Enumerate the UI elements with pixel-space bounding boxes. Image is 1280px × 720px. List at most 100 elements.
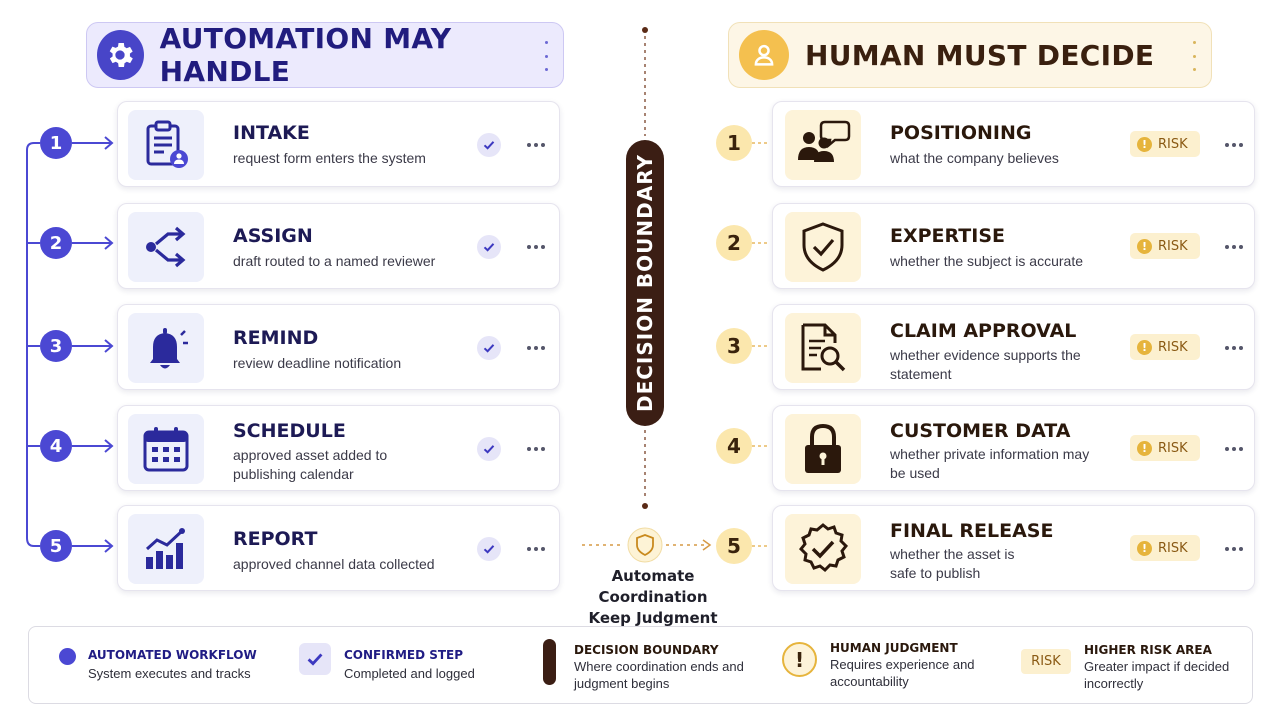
risk-label: RISK: [1158, 339, 1188, 355]
more-options-icon[interactable]: [1225, 143, 1243, 147]
risk-badge: ! RISK: [1130, 131, 1200, 157]
human-number-1: 1: [716, 125, 752, 161]
check-icon: [477, 537, 501, 561]
decision-description: whether the subject is accurate: [890, 253, 1083, 269]
human-header: HUMAN MUST DECIDE: [728, 22, 1212, 88]
legend-description: System executes and tracks: [88, 666, 251, 681]
automation-step-card[interactable]: REPORT approved channel data collected: [117, 505, 560, 591]
exclamation-icon: !: [1137, 136, 1152, 152]
automation-step-card[interactable]: ASSIGN draft routed to a named reviewer: [117, 203, 560, 289]
arrow-4: [72, 439, 114, 453]
automation-header: AUTOMATION MAY HANDLE: [86, 22, 564, 88]
step-description: draft routed to a named reviewer: [233, 253, 436, 269]
risk-tag-icon: RISK: [1021, 649, 1071, 674]
human-title: HUMAN MUST DECIDE: [805, 38, 1155, 72]
human-number-5: 5: [716, 528, 752, 564]
arrow-5: [72, 539, 114, 553]
arrow-3: [72, 339, 114, 353]
decision-title: EXPERTISE: [890, 225, 1006, 247]
people-speech-icon: [785, 110, 861, 180]
more-options-icon[interactable]: [527, 346, 545, 350]
legend-title: HUMAN JUDGMENT: [830, 641, 958, 655]
legend-description: Greater impact if decided incorrectly: [1084, 659, 1230, 691]
check-icon: [477, 437, 501, 461]
gear-icon: [97, 30, 144, 80]
human-menu-icon[interactable]: [1193, 41, 1197, 71]
legend-description: Where coordination ends and judgment beg…: [574, 659, 744, 691]
legend-title: HIGHER RISK AREA: [1084, 643, 1212, 657]
legend-title: CONFIRMED STEP: [344, 648, 464, 662]
decision-description: what the company believes: [890, 150, 1059, 166]
motto-line-1: Automate Coordination: [598, 567, 708, 606]
shield-check-icon: [785, 212, 861, 282]
check-icon: [477, 235, 501, 259]
decision-description: whether private information may be used: [890, 446, 1090, 481]
exclamation-circle-icon: !: [782, 642, 817, 677]
step-number-1: 1: [40, 127, 72, 159]
exclamation-icon: !: [1137, 540, 1152, 556]
exclamation-icon: !: [1137, 339, 1152, 355]
clipboard-user-icon: [128, 110, 204, 180]
step-description: request form enters the system: [233, 150, 426, 166]
arrow-2: [72, 236, 114, 250]
bar-chart-trend-icon: [128, 514, 204, 584]
human-number-3: 3: [716, 328, 752, 364]
left-bracket-line: [26, 142, 40, 547]
route-split-icon: [128, 212, 204, 282]
human-decision-card[interactable]: CUSTOMER DATA whether private informatio…: [772, 405, 1255, 491]
check-icon: [477, 133, 501, 157]
automation-step-card[interactable]: INTAKE request form enters the system: [117, 101, 560, 187]
legend-description: Requires experience and accountability: [830, 657, 975, 689]
automation-step-card[interactable]: SCHEDULE approved asset added to publish…: [117, 405, 560, 491]
human-decision-card[interactable]: CLAIM APPROVAL whether evidence supports…: [772, 304, 1255, 390]
blue-dot-icon: [59, 648, 76, 665]
step-number-3: 3: [40, 330, 72, 362]
risk-badge: ! RISK: [1130, 233, 1200, 259]
decision-boundary-label: DECISION BOUNDARY: [633, 153, 657, 413]
human-number-2: 2: [716, 225, 752, 261]
exclamation-icon: !: [1137, 238, 1152, 254]
decision-title: POSITIONING: [890, 122, 1032, 144]
human-decision-card[interactable]: POSITIONING what the company believes ! R…: [772, 101, 1255, 187]
risk-label: RISK: [1158, 136, 1188, 152]
check-icon: [299, 643, 331, 675]
human-decision-card[interactable]: FINAL RELEASE whether the asset is safe …: [772, 505, 1255, 591]
risk-label: RISK: [1158, 238, 1188, 254]
more-options-icon[interactable]: [527, 447, 545, 451]
more-options-icon[interactable]: [1225, 245, 1243, 249]
more-options-icon[interactable]: [1225, 346, 1243, 350]
legend: AUTOMATED WORKFLOW System executes and t…: [28, 626, 1253, 704]
document-search-icon: [785, 313, 861, 383]
decision-description: whether evidence supports the statement: [890, 347, 1081, 382]
automation-menu-icon[interactable]: [545, 41, 549, 71]
more-options-icon[interactable]: [1225, 447, 1243, 451]
risk-badge: ! RISK: [1130, 334, 1200, 360]
more-options-icon[interactable]: [527, 245, 545, 249]
more-options-icon[interactable]: [1225, 547, 1243, 551]
legend-title: AUTOMATED WORKFLOW: [88, 648, 257, 662]
step-description: approved channel data collected: [233, 556, 435, 572]
decision-title: CLAIM APPROVAL: [890, 320, 1077, 342]
bell-icon: [128, 313, 204, 383]
decision-boundary-bar: DECISION BOUNDARY: [626, 140, 664, 426]
boundary-motto: Automate Coordination Keep Judgment Huma…: [566, 566, 740, 650]
step-number-4: 4: [40, 430, 72, 462]
motto-shield-icon: [636, 534, 654, 557]
risk-label: RISK: [1158, 540, 1188, 556]
decision-title: FINAL RELEASE: [890, 520, 1054, 542]
user-icon: [739, 30, 789, 80]
boundary-bar-icon: [543, 639, 556, 685]
more-options-icon[interactable]: [527, 547, 545, 551]
legend-description: Completed and logged: [344, 666, 475, 681]
more-options-icon[interactable]: [527, 143, 545, 147]
automation-step-card[interactable]: REMIND review deadline notification: [117, 304, 560, 390]
calendar-icon: [128, 414, 204, 484]
human-decision-card[interactable]: EXPERTISE whether the subject is accurat…: [772, 203, 1255, 289]
exclamation-icon: !: [1137, 440, 1152, 456]
step-number-5: 5: [40, 530, 72, 562]
step-title: ASSIGN: [233, 225, 313, 247]
check-icon: [477, 336, 501, 360]
decision-description: whether the asset is safe to publish: [890, 546, 1015, 581]
risk-badge: ! RISK: [1130, 535, 1200, 561]
